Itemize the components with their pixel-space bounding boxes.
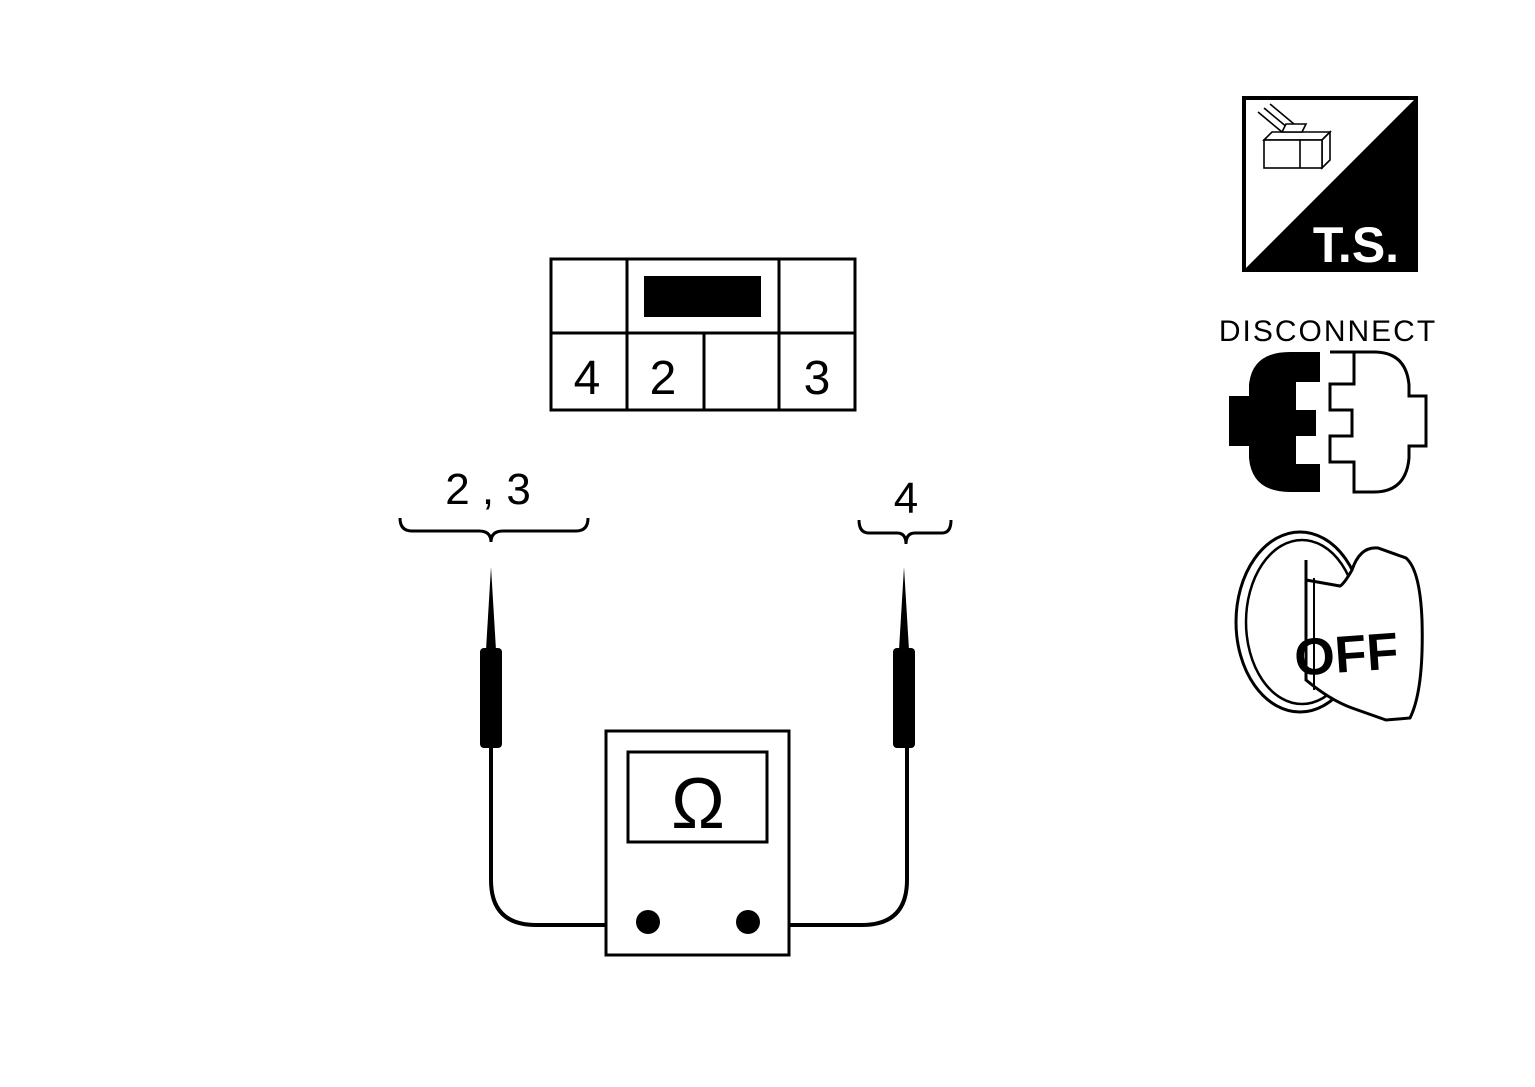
harness-connector [549,257,857,412]
disconnect-connector-icon: DISCONNECT [1219,315,1437,494]
ohmmeter-display [626,750,769,844]
ts-connector-drawing [1257,103,1332,170]
right-probe [893,567,915,748]
right-probe-brace [857,519,953,545]
left-probe [480,567,502,748]
ts-label: T.S. [1313,217,1399,273]
ignition-key [1304,546,1424,722]
ts-connector-icon: T.S. [1242,96,1418,273]
left-probe-brace [398,517,590,543]
right-probe-label: 4 [894,474,918,523]
right-probe-tip [899,567,909,650]
connector-pin-4: 4 [574,352,601,405]
ignition-off-key-icon: OFF [1234,530,1424,722]
ts-icon-diagonal-fill [1244,98,1416,270]
ohmmeter: Ω [604,729,791,957]
left-probe-lead [489,748,648,927]
connector-pin-3: 3 [804,352,831,405]
disconnect-female-half [1328,350,1428,494]
disconnect-label: DISCONNECT [1219,315,1437,348]
left-probe-label: 2 , 3 [445,465,531,514]
disconnect-male-half [1229,352,1320,492]
connector-lock-tab [644,276,761,317]
ohm-symbol: Ω [671,764,725,844]
left-probe-handle [480,648,502,748]
off-label: OFF [1292,622,1400,687]
connector-pin-2: 2 [650,352,677,405]
left-probe-tip [486,567,496,650]
right-probe-lead [748,748,909,927]
ohmmeter-terminal-left [636,910,660,934]
ohmmeter-terminal-right [736,910,760,934]
right-probe-handle [893,648,915,748]
